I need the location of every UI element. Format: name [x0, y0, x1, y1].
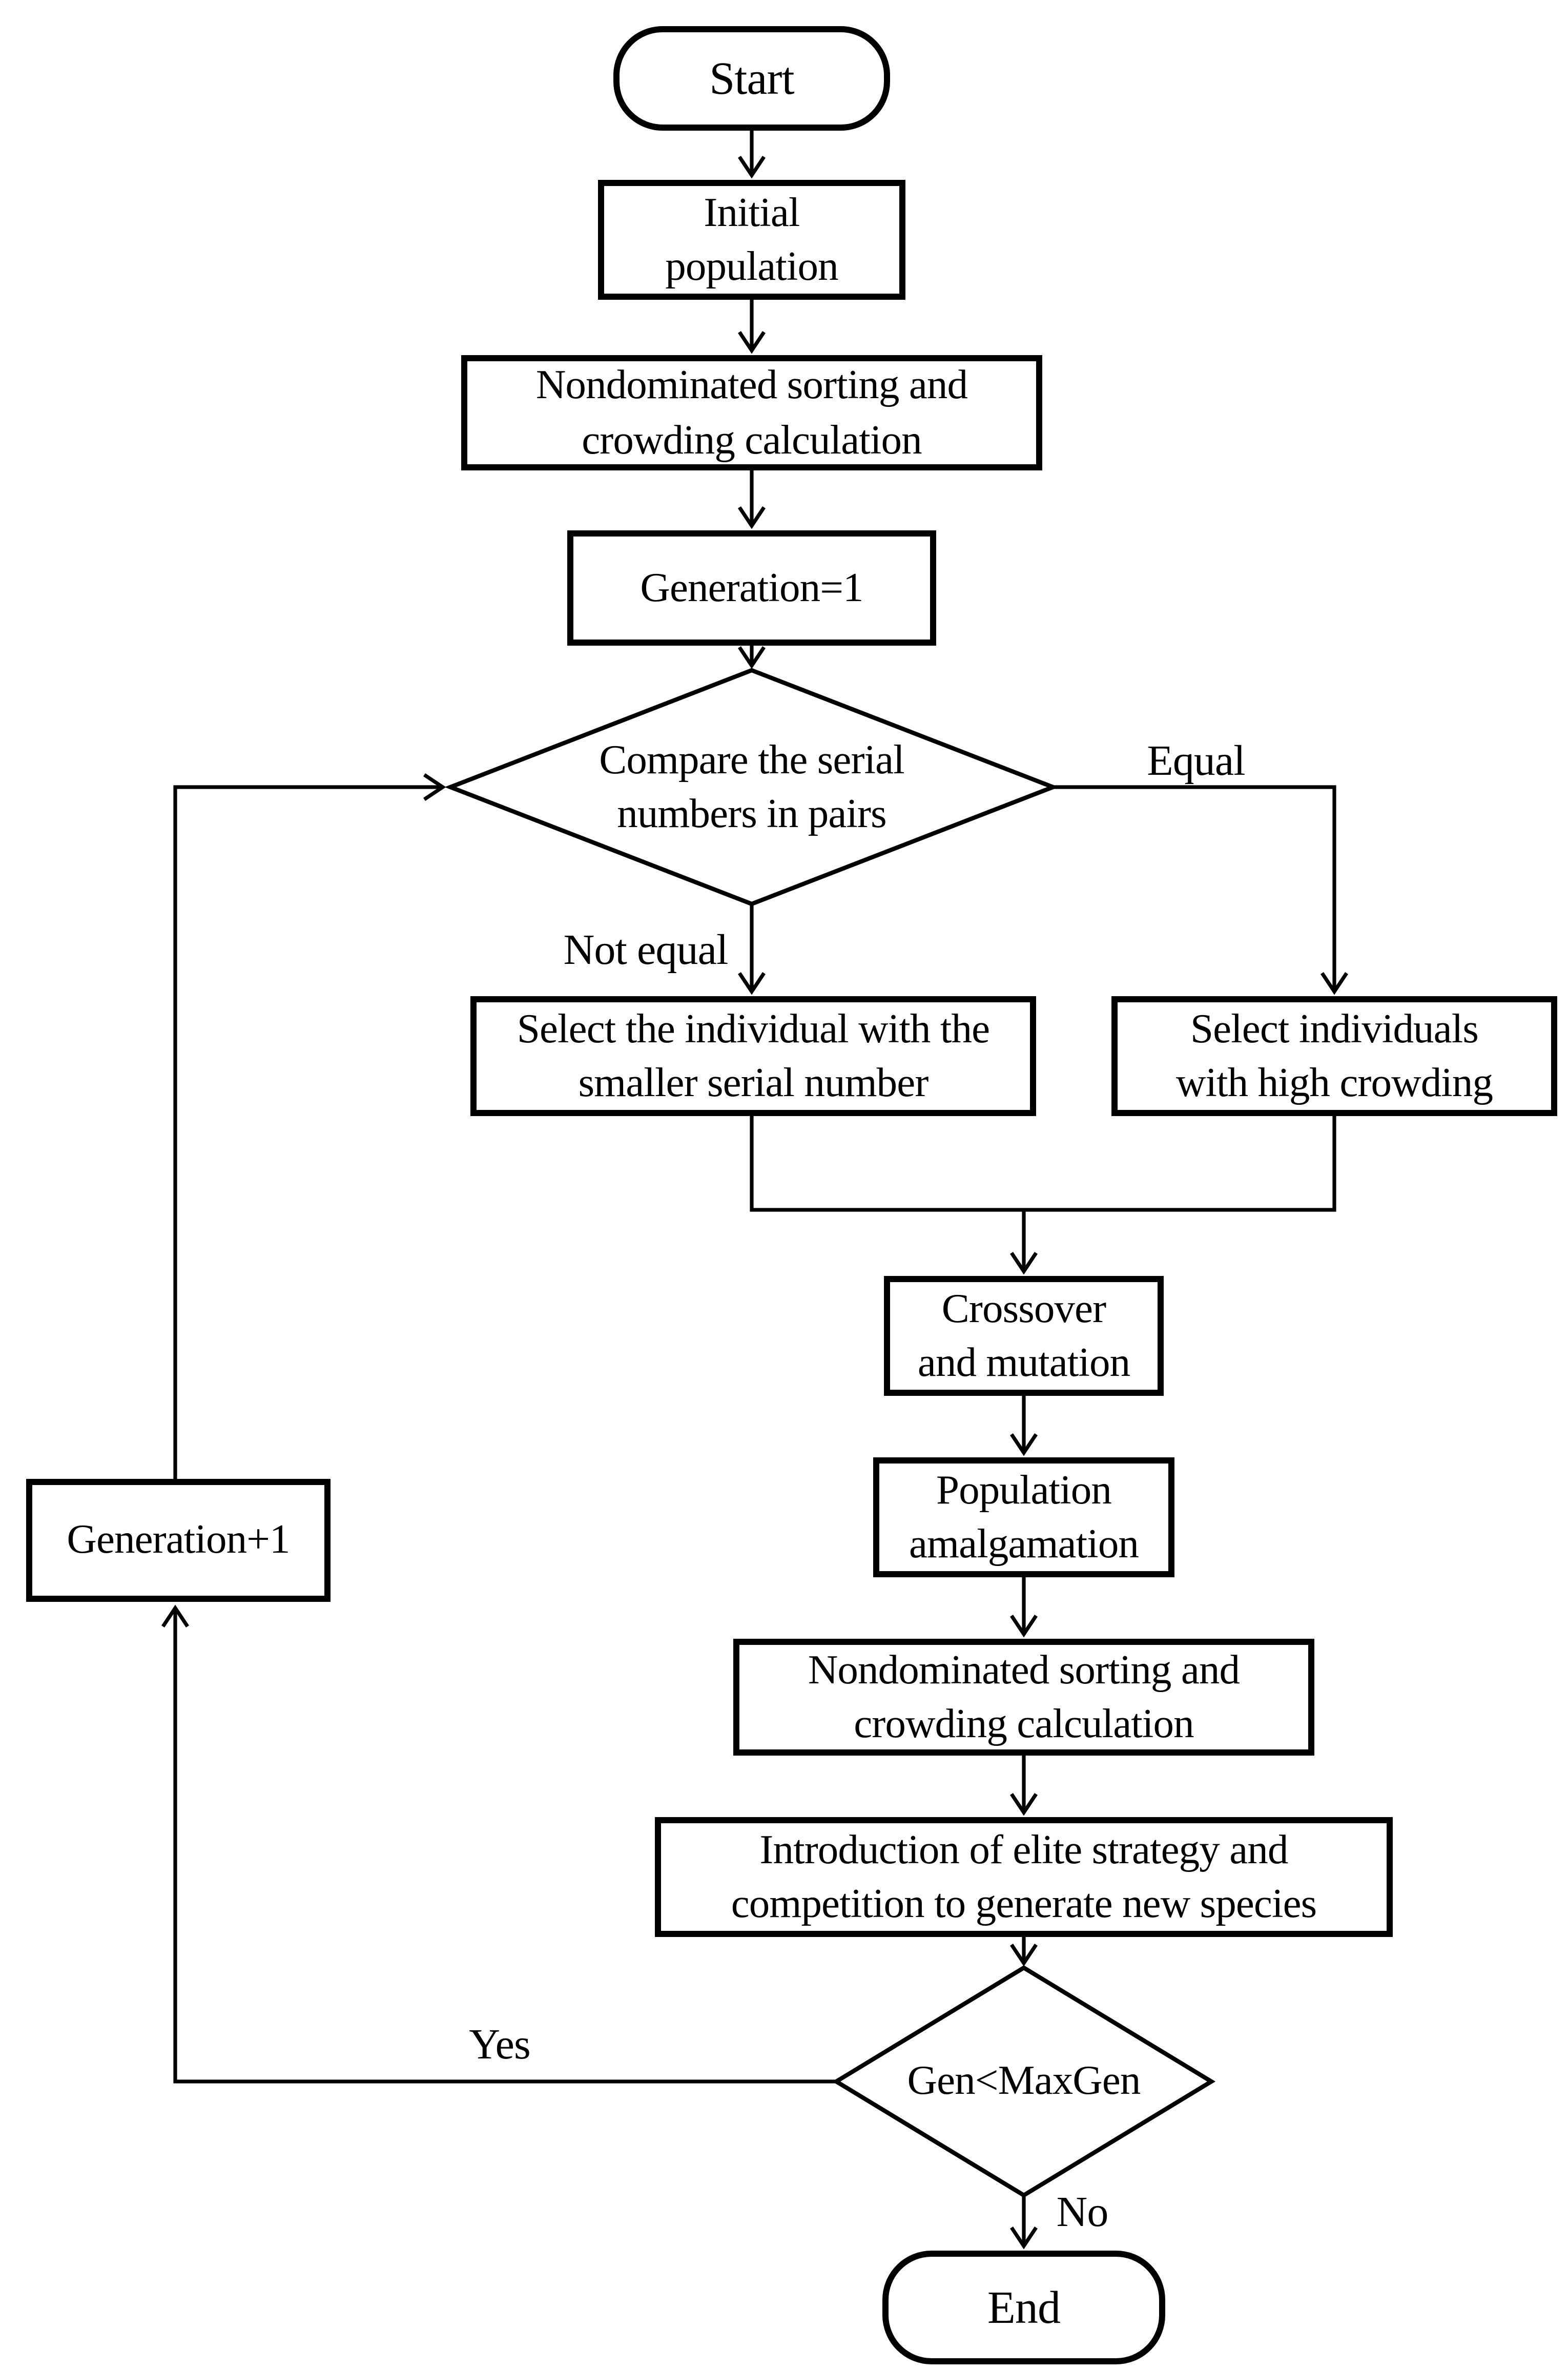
edge-compare-equal-branch	[1053, 785, 1348, 995]
nondominated-sorting-2-node: Nondominated sorting and crowding calcul…	[733, 1639, 1314, 1756]
compare-serial-decision-shape	[444, 668, 1059, 906]
generation-init-node: Generation=1	[567, 530, 936, 646]
crossover-node: Crossover and mutation	[884, 1276, 1164, 1396]
elite-strategy-node: Introduction of elite strategy and compe…	[655, 1817, 1393, 1937]
population-amalgamation-node: Population amalgamation	[873, 1457, 1174, 1577]
select-smaller-node: Select the individual with the smaller s…	[470, 996, 1036, 1116]
select-crowding-node: Select individuals with high crowding	[1111, 996, 1557, 1116]
generation-increment-node: Generation+1	[26, 1479, 331, 1602]
edge-merge-bar	[750, 1116, 1336, 1212]
edge-gencheck-yes-branch	[161, 1604, 836, 2084]
not-equal-branch-label: Not equal	[563, 926, 729, 975]
end-node: End	[882, 2251, 1165, 2364]
edge-increment-to-compare-loop	[173, 773, 446, 1479]
start-node: Start	[613, 26, 890, 131]
gen-maxgen-decision-label: Gen<MaxGen	[907, 2057, 1141, 2104]
gen-maxgen-decision-shape	[832, 1965, 1216, 2198]
compare-serial-decision-label: Compare the serial numbers in pairs	[599, 736, 904, 836]
equal-branch-label: Equal	[1147, 737, 1245, 786]
nondominated-sorting-1-node: Nondominated sorting and crowding calcul…	[461, 355, 1042, 470]
initial-population-node: Initial population	[598, 180, 905, 300]
no-branch-label: No	[1056, 2189, 1109, 2237]
yes-branch-label: Yes	[469, 2021, 530, 2069]
